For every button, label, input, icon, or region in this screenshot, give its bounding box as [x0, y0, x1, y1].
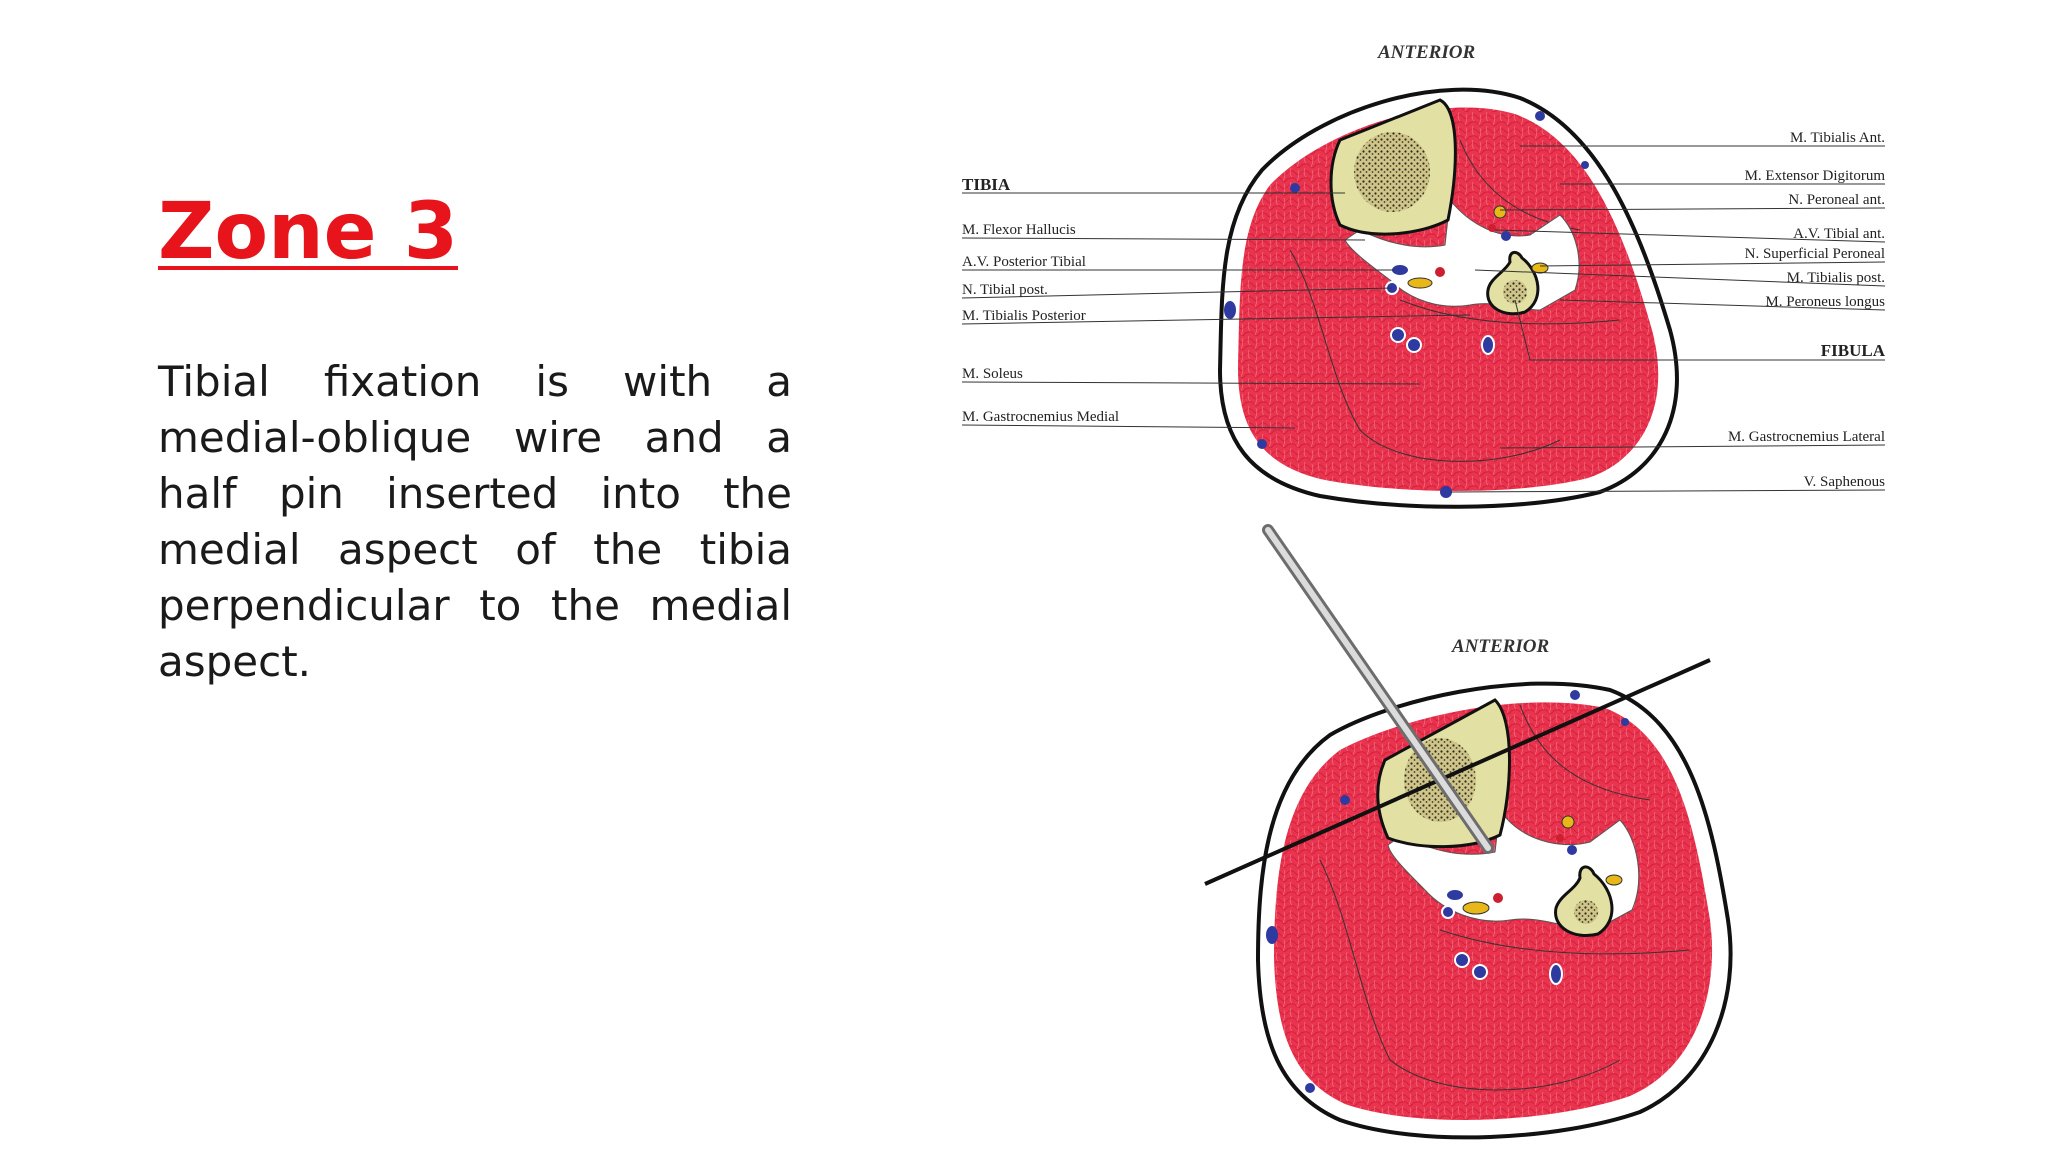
label-tibialis-post: M. Tibialis post. [1787, 270, 1885, 286]
top-cross-section: ANTERIOR [961, 42, 1886, 509]
top-leaders-right [1449, 145, 1886, 493]
label-gastrocnemius-medial: M. Gastrocnemius Medial [962, 409, 1119, 425]
label-tibia: TIBIA [962, 175, 1011, 194]
top-fascia-line-1 [1289, 249, 1561, 462]
medial-oblique-wire [1204, 658, 1711, 886]
label-soleus: M. Soleus [962, 366, 1023, 382]
top-leaders-left [961, 192, 1471, 429]
bottom-vessels [1266, 690, 1629, 1093]
label-tibialis-ant: M. Tibialis Ant. [1790, 130, 1885, 146]
slide-title: Zone 3 [158, 187, 459, 277]
label-peroneal-ant: N. Peroneal ant. [1788, 192, 1885, 208]
label-extensor-digitorum: M. Extensor Digitorum [1745, 168, 1886, 184]
label-av-tibial-ant: A.V. Tibial ant. [1793, 226, 1885, 242]
label-saphenous: V. Saphenous [1804, 474, 1886, 490]
bottom-fascia-line-2 [1519, 704, 1651, 801]
top-fibula-marrow [1503, 280, 1527, 304]
bottom-fibula-marrow [1574, 900, 1598, 924]
label-flexor-hallucis: M. Flexor Hallucis [962, 222, 1076, 238]
top-tibia-marrow [1354, 132, 1430, 212]
bottom-cross-section: ANTERIOR [1204, 524, 1733, 1140]
label-peroneus-longus: M. Peroneus longus [1765, 294, 1885, 310]
bottom-fascia-line-1 [1319, 859, 1621, 1091]
label-av-posterior-tibial: A.V. Posterior Tibial [962, 254, 1086, 270]
label-fibula: FIBULA [1821, 341, 1886, 360]
half-pin [1262, 524, 1494, 854]
slide-body-text: Tibial fixation is with a medial-oblique… [158, 357, 792, 686]
label-gastrocnemius-lateral: M. Gastrocnemius Lateral [1728, 429, 1885, 445]
top-anterior-label: ANTERIOR [1377, 42, 1475, 63]
label-tibialis-posterior: M. Tibialis Posterior [962, 308, 1086, 324]
label-tibial-post-nerve: N. Tibial post. [962, 282, 1048, 298]
bottom-fascia-line-3 [1439, 929, 1691, 955]
bottom-anterior-label: ANTERIOR [1451, 636, 1549, 657]
label-superficial-peroneal: N. Superficial Peroneal [1745, 246, 1885, 262]
top-fascia-line-3 [1399, 299, 1621, 325]
